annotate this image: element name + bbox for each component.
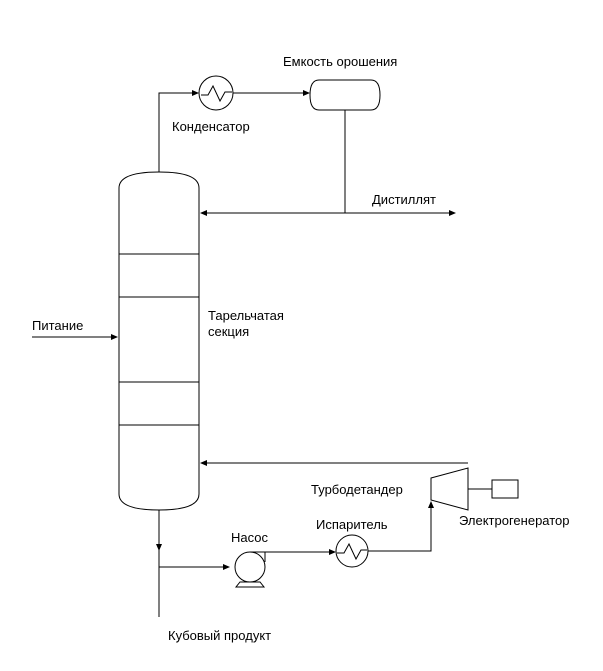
evaporator-coil-icon xyxy=(337,542,367,561)
label-bottoms: Кубовый продукт xyxy=(168,628,271,643)
evaporator-to-expander-line xyxy=(368,501,434,552)
label-pump: Насос xyxy=(231,530,268,545)
pump-base xyxy=(234,581,266,588)
condenser-coil-icon xyxy=(201,84,232,103)
generator xyxy=(491,479,519,499)
label-generator: Электрогенератор xyxy=(459,513,570,528)
label-tray-section-1: Тарельчатая xyxy=(208,308,284,323)
turboexpander xyxy=(430,467,469,511)
label-tray-section-2: секция xyxy=(208,324,249,339)
label-feed: Питание xyxy=(32,318,83,333)
label-reflux-drum: Емкость орошения xyxy=(283,54,397,69)
reflux-drum xyxy=(309,79,381,111)
overhead-vapor-line xyxy=(158,90,199,172)
label-turboexpander: Турбодетандер xyxy=(311,482,403,497)
label-evaporator: Испаритель xyxy=(316,517,388,532)
label-distillate: Дистиллят xyxy=(372,192,436,207)
label-condenser: Конденсатор xyxy=(172,119,250,134)
pump xyxy=(234,551,266,583)
distillation-column xyxy=(118,171,200,511)
